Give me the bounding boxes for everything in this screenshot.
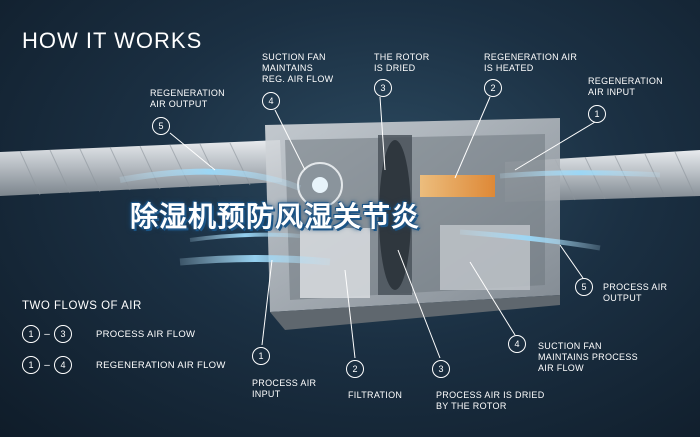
callout-label: SUCTION FAN MAINTAINS PROCESS AIR FLOW [538, 341, 638, 373]
legend-from-badge: 1 [22, 356, 40, 374]
suction-fan [297, 162, 343, 208]
callout-label: FILTRATION [348, 390, 403, 400]
callout-number-badge: 2 [484, 79, 502, 97]
legend-to-badge: 4 [54, 356, 72, 374]
callout-label: PROCESS AIR INPUT [252, 378, 317, 399]
legend-label: REGENERATION AIR FLOW [96, 359, 226, 371]
heater-element [420, 175, 495, 197]
regeneration-output-duct [0, 140, 282, 196]
callout-number-badge: 3 [374, 79, 392, 97]
callout-number-badge: 1 [588, 105, 606, 123]
legend-from-badge: 1 [22, 325, 40, 343]
callout-number-badge: 1 [252, 347, 270, 365]
callout-number-badge: 5 [152, 117, 170, 135]
legend-title: TWO FLOWS OF AIR [22, 300, 142, 312]
legend-to-badge: 3 [54, 325, 72, 343]
legend-dash: – [44, 328, 50, 340]
callout-number-badge: 3 [432, 360, 450, 378]
callout-label: REGENERATION AIR INPUT [588, 76, 663, 97]
callout-number-badge: 4 [262, 92, 280, 110]
legend-dash: – [44, 359, 50, 371]
legend-row-regeneration-air: 1 – 4 REGENERATION AIR FLOW [22, 356, 226, 374]
callout-label: REGENERATION AIR OUTPUT [150, 88, 225, 109]
airflow-streams [119, 168, 661, 266]
callout-number-badge: 2 [346, 360, 364, 378]
callout-leader-lines [169, 96, 596, 359]
legend-label: PROCESS AIR FLOW [96, 328, 196, 340]
callout-label: THE ROTOR IS DRIED [374, 52, 430, 73]
callout-number-badge: 4 [508, 335, 526, 353]
legend-row-process-air: 1 – 3 PROCESS AIR FLOW [22, 325, 195, 343]
overlay-banner-text: 除湿机预防风湿关节炎 [130, 200, 421, 233]
callout-number-badge: 5 [575, 278, 593, 296]
callout-label: SUCTION FAN MAINTAINS REG. AIR FLOW [262, 52, 334, 84]
callout-label: REGENERATION AIR IS HEATED [484, 52, 578, 73]
page-title: HOW IT WORKS [22, 28, 203, 53]
callout-label: PROCESS AIR OUTPUT [603, 282, 668, 303]
callout-label: PROCESS AIR IS DRIED BY THE ROTOR [436, 390, 545, 411]
